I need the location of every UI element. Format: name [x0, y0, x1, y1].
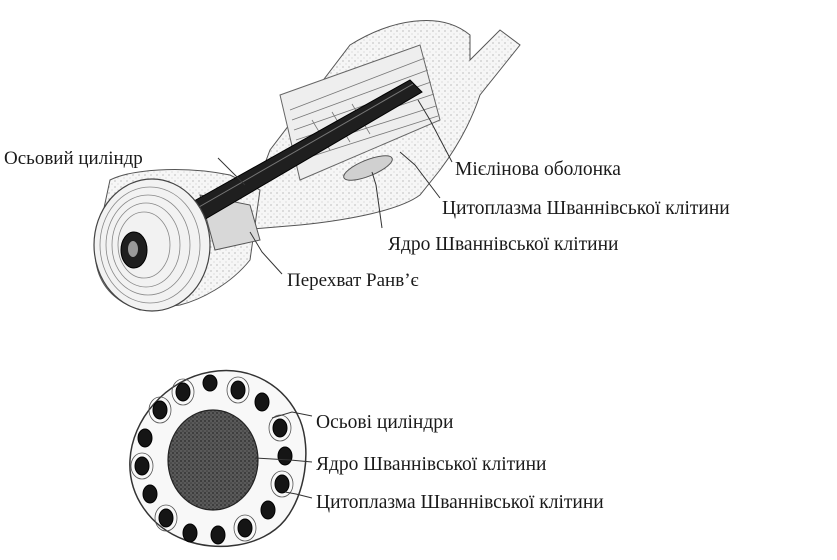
label-cross-schwann-nucleus: Ядро Шваннівської клітини: [316, 454, 547, 475]
label-cross-schwann-cytoplasm: Цитоплазма Шваннівської клітини: [316, 492, 604, 513]
label-axial-cylinders: Осьові циліндри: [316, 412, 453, 433]
label-schwann-nucleus: Ядро Шваннівської клітини: [388, 234, 619, 255]
fiber-end-face: [94, 179, 210, 311]
cross-section-schwann-nucleus: [168, 410, 258, 510]
cross-section-illustration: [130, 371, 306, 547]
label-schwann-cytoplasm: Цитоплазма Шваннівської клітини: [442, 198, 730, 219]
label-myelin-sheath: Мієлінова оболонка: [455, 159, 621, 180]
label-ranvier-node: Перехват Ранв’є: [287, 270, 419, 291]
label-axial-cylinder: Осьовий циліндр: [4, 148, 143, 169]
